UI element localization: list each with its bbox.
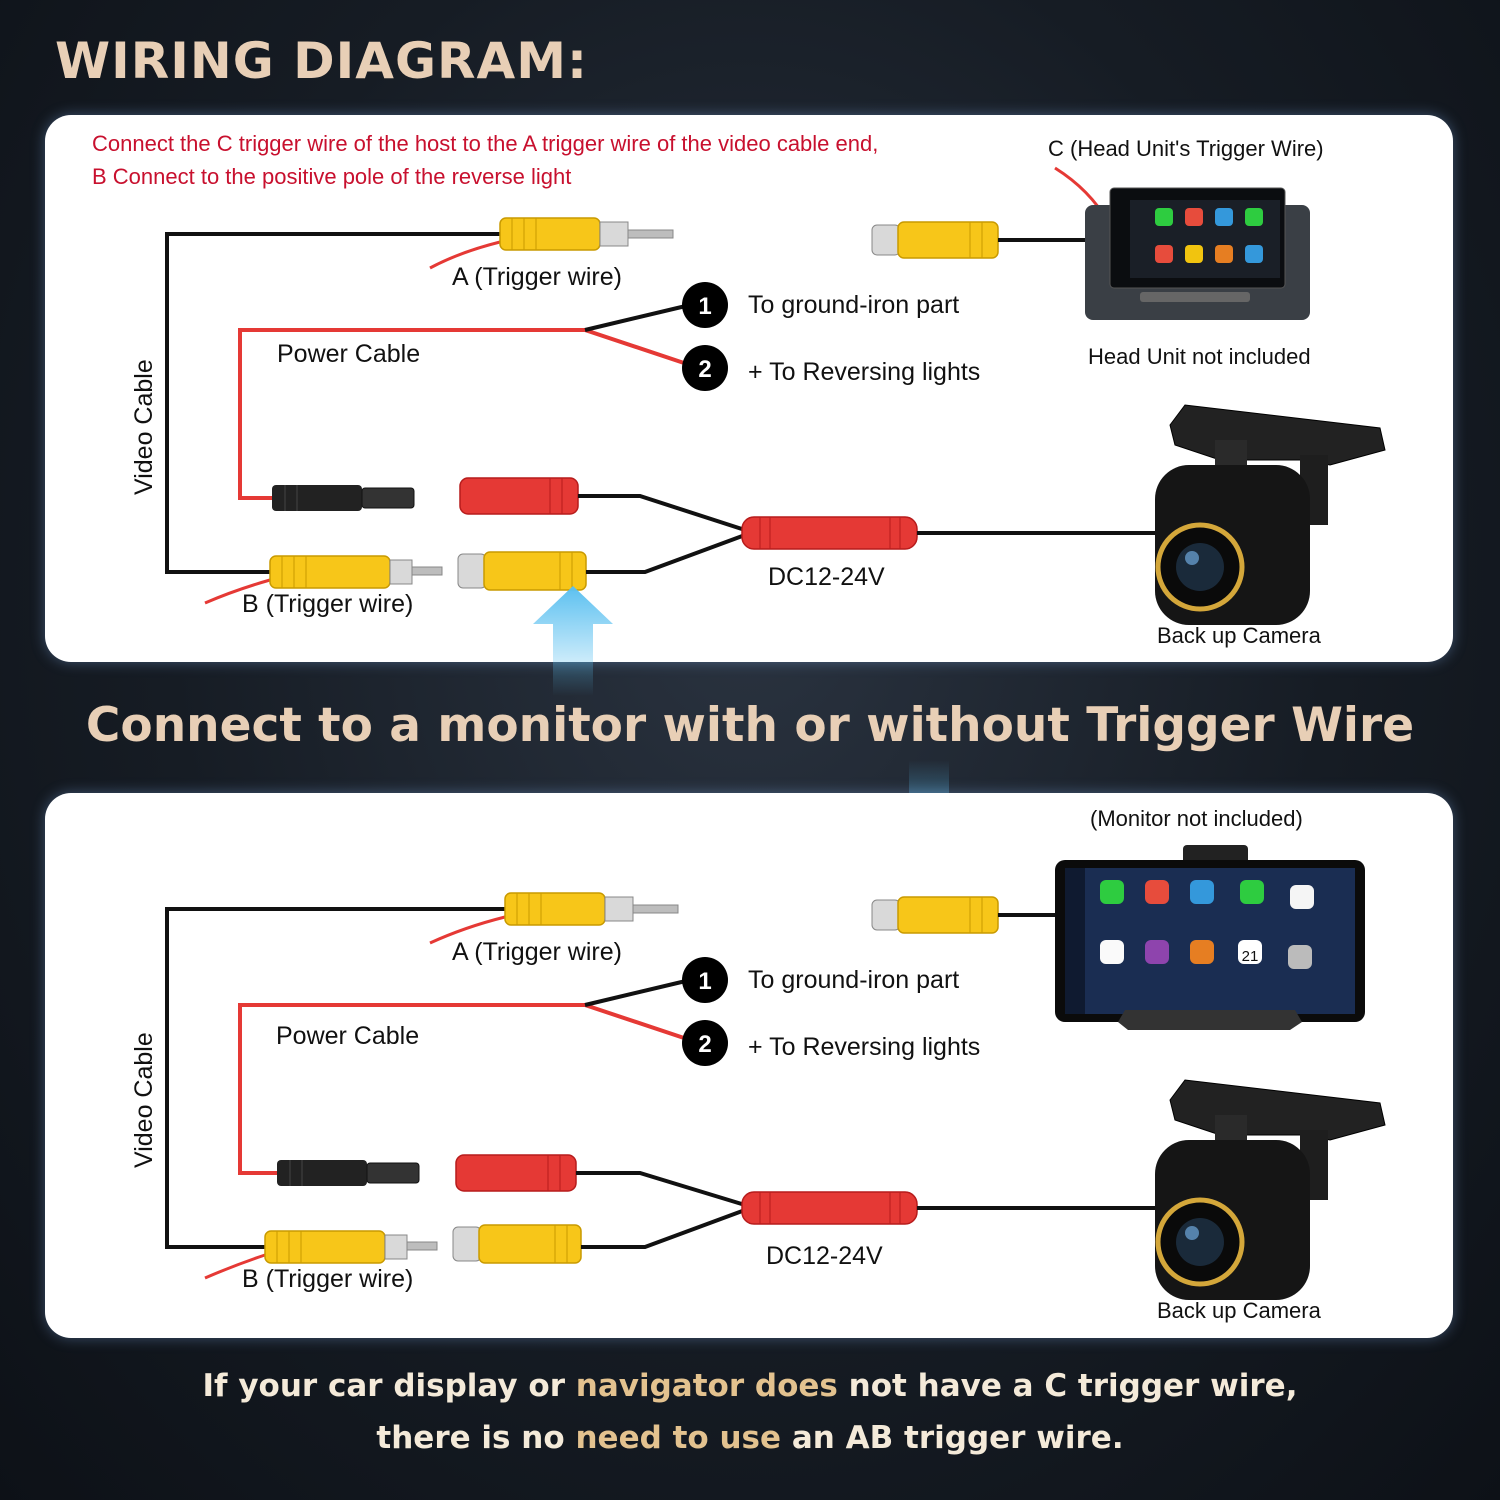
- reversing-label: + To Reversing lights: [748, 1033, 980, 1061]
- b-trigger-tail: [204, 578, 271, 605]
- footer-line-2-part-b: need to use: [575, 1420, 782, 1456]
- wiring-panel-no-trigger: 21 1 2: [45, 793, 1453, 1338]
- instruction-note-line-1: Connect the C trigger wire of the host t…: [92, 131, 879, 156]
- video-cable-wire: [165, 232, 500, 574]
- footer-line-2-part-c: an AB trigger wire.: [781, 1420, 1124, 1456]
- a-rca-connector: [504, 892, 679, 926]
- a-trigger-tail: [429, 240, 501, 270]
- monitor-image: 21: [1055, 845, 1365, 1030]
- red-rca-connector: [455, 1154, 577, 1192]
- instruction-note-line-2: B Connect to the positive pole of the re…: [92, 164, 572, 189]
- footer-line-2-part-a: there is no: [376, 1420, 576, 1456]
- arrow-up-icon: [533, 586, 613, 696]
- marker-2: 2: [682, 345, 728, 391]
- footer-line-1-part-a: If your car display or: [202, 1368, 576, 1404]
- footer-line-1: If your car display or navigator does no…: [0, 1368, 1500, 1404]
- ground-label: To ground-iron part: [748, 966, 959, 994]
- marker-1: 1: [682, 282, 728, 328]
- footer-line-1-part-c: not have a C trigger wire,: [837, 1368, 1298, 1404]
- head-unit-trigger-label: C (Head Unit's Trigger Wire): [1048, 136, 1324, 161]
- splitter-wires: [576, 1171, 746, 1249]
- page-title: WIRING DIAGRAM:: [55, 32, 588, 90]
- cable-splitter: [741, 516, 918, 550]
- power-cable-label: Power Cable: [277, 340, 420, 368]
- backup-camera-image: [1155, 1079, 1386, 1300]
- a-rca-connector: [499, 217, 674, 251]
- b-trigger-tail: [204, 1253, 266, 1280]
- monitor-calendar-day: 21: [1242, 948, 1259, 965]
- splitter-wires: [578, 494, 746, 574]
- power-cable-label: Power Cable: [276, 1022, 419, 1050]
- video-rca-connector: [457, 551, 587, 591]
- b-trigger-label: B (Trigger wire): [242, 590, 413, 618]
- svg-text:1: 1: [698, 968, 711, 995]
- ground-label: To ground-iron part: [748, 291, 959, 319]
- marker-2: 2: [682, 1020, 728, 1066]
- footer-line-1-part-b: navigator does: [575, 1368, 838, 1404]
- power-cable-wire: [238, 1003, 691, 1175]
- voltage-label: DC12-24V: [768, 563, 885, 591]
- video-cable-label: Video Cable: [130, 1032, 158, 1168]
- voltage-label: DC12-24V: [766, 1242, 883, 1270]
- svg-text:2: 2: [698, 1031, 711, 1058]
- power-cable-wire: [238, 328, 691, 500]
- b-rca-connector: [264, 1230, 438, 1264]
- red-rca-connector: [459, 477, 579, 515]
- monitor-rca-connector: [871, 896, 1058, 934]
- wiring-panel-trigger: Connect the C trigger wire of the host t…: [45, 115, 1453, 662]
- b-rca-connector: [269, 555, 443, 589]
- head-unit-caption: Head Unit not included: [1088, 344, 1311, 369]
- video-rca-connector: [452, 1224, 582, 1264]
- section-subtitle: Connect to a monitor with or without Tri…: [85, 698, 1415, 753]
- marker-1: 1: [682, 957, 728, 1003]
- monitor-caption: (Monitor not included): [1090, 806, 1303, 831]
- camera-caption: Back up Camera: [1157, 1298, 1322, 1323]
- reversing-label: + To Reversing lights: [748, 358, 980, 386]
- wiring-diagram-bottom: 21 1 2: [130, 806, 1386, 1323]
- cable-splitter: [741, 1191, 918, 1225]
- head-unit-image: [1085, 187, 1310, 320]
- video-cable-wire: [165, 907, 505, 1249]
- b-trigger-label: B (Trigger wire): [242, 1265, 413, 1293]
- ground-wire: [584, 978, 691, 1007]
- wiring-diagram-top: 1 2: [130, 136, 1386, 648]
- a-trigger-label: A (Trigger wire): [452, 263, 622, 291]
- video-cable-label: Video Cable: [130, 359, 158, 495]
- svg-text:1: 1: [698, 293, 711, 320]
- backup-camera-image: [1155, 404, 1386, 625]
- a-trigger-label: A (Trigger wire): [452, 938, 622, 966]
- ground-wire: [584, 303, 691, 332]
- dc-power-plug: [272, 485, 415, 511]
- footer-line-2: there is no need to use an AB trigger wi…: [0, 1420, 1500, 1456]
- a-trigger-tail: [429, 915, 506, 945]
- dc-power-plug: [277, 1160, 420, 1186]
- svg-text:2: 2: [698, 356, 711, 383]
- camera-caption: Back up Camera: [1157, 623, 1322, 648]
- head-unit-rca-connector: [871, 221, 1095, 259]
